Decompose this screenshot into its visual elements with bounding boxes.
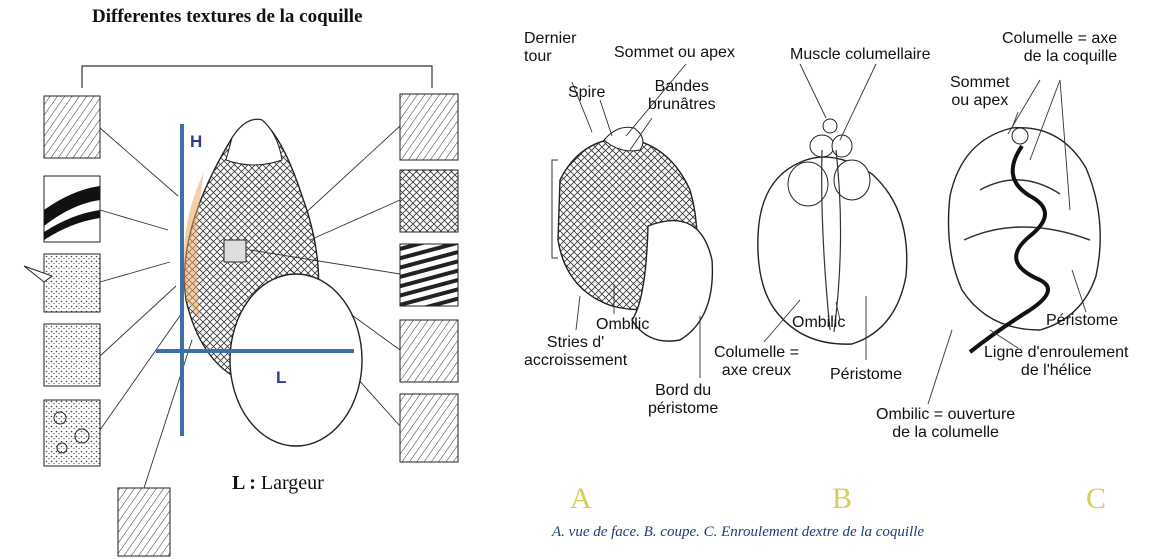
texture-swatch xyxy=(400,394,458,462)
diagram-title: Differentes textures de la coquille xyxy=(92,6,363,28)
texture-swatch xyxy=(400,170,458,232)
label-stries: Stries d' accroissement xyxy=(524,334,627,370)
figure-letter-b: B xyxy=(832,482,852,516)
title-bracket xyxy=(82,66,432,88)
texture-sample-square xyxy=(224,240,246,262)
texture-swatch xyxy=(400,320,458,382)
label-columelle-b: Columelle = axe creux xyxy=(714,344,799,380)
label-bord-peristome: Bord du péristome xyxy=(648,382,718,418)
label-peristome-b: Péristome xyxy=(830,366,902,384)
texture-swatch xyxy=(44,324,100,386)
shell-figure-a xyxy=(552,127,712,341)
shell-figure-b xyxy=(758,119,907,344)
texture-swatch xyxy=(44,254,100,312)
shell-drawing-left xyxy=(183,119,362,446)
label-ombilic-c: Ombilic = ouverture de la columelle xyxy=(876,406,1015,442)
label-ligne-enroulement: Ligne d'enroulement de l'hélice xyxy=(984,344,1129,380)
label-columelle-axe: Columelle = axe de la coquille xyxy=(1002,30,1117,66)
figure-caption: A. vue de face. B. coupe. C. Enroulement… xyxy=(552,524,924,541)
legend-key: L : xyxy=(232,472,256,494)
figure-letter-a: A xyxy=(570,482,592,516)
width-axis-label: L xyxy=(276,368,286,388)
label-sommet-a: Sommet ou apex xyxy=(614,44,735,62)
label-peristome-c: Péristome xyxy=(1046,312,1118,330)
texture-swatch xyxy=(44,96,100,158)
label-dernier-tour: Dernier tour xyxy=(524,30,576,66)
shell-aperture xyxy=(230,274,362,446)
texture-swatches-right xyxy=(400,94,458,462)
texture-swatch xyxy=(44,400,100,466)
legend: L : Largeur xyxy=(232,472,324,495)
label-ombilic-a: Ombilic xyxy=(596,316,649,334)
label-ombilic-b: Ombilic xyxy=(792,314,845,332)
figure-letter-c: C xyxy=(1086,482,1106,516)
texture-swatch xyxy=(400,244,458,306)
texture-swatch-bottom xyxy=(118,488,170,556)
texture-swatch xyxy=(400,94,458,160)
height-axis-label: H xyxy=(190,132,202,152)
legend-value: Largeur xyxy=(261,472,324,494)
label-sommet-c: Sommet ou apex xyxy=(950,74,1010,110)
label-muscle: Muscle columellaire xyxy=(790,46,931,64)
texture-swatches-left xyxy=(24,96,100,466)
label-spire: Spire xyxy=(568,84,605,102)
label-bandes: Bandes brunâtres xyxy=(648,78,716,114)
